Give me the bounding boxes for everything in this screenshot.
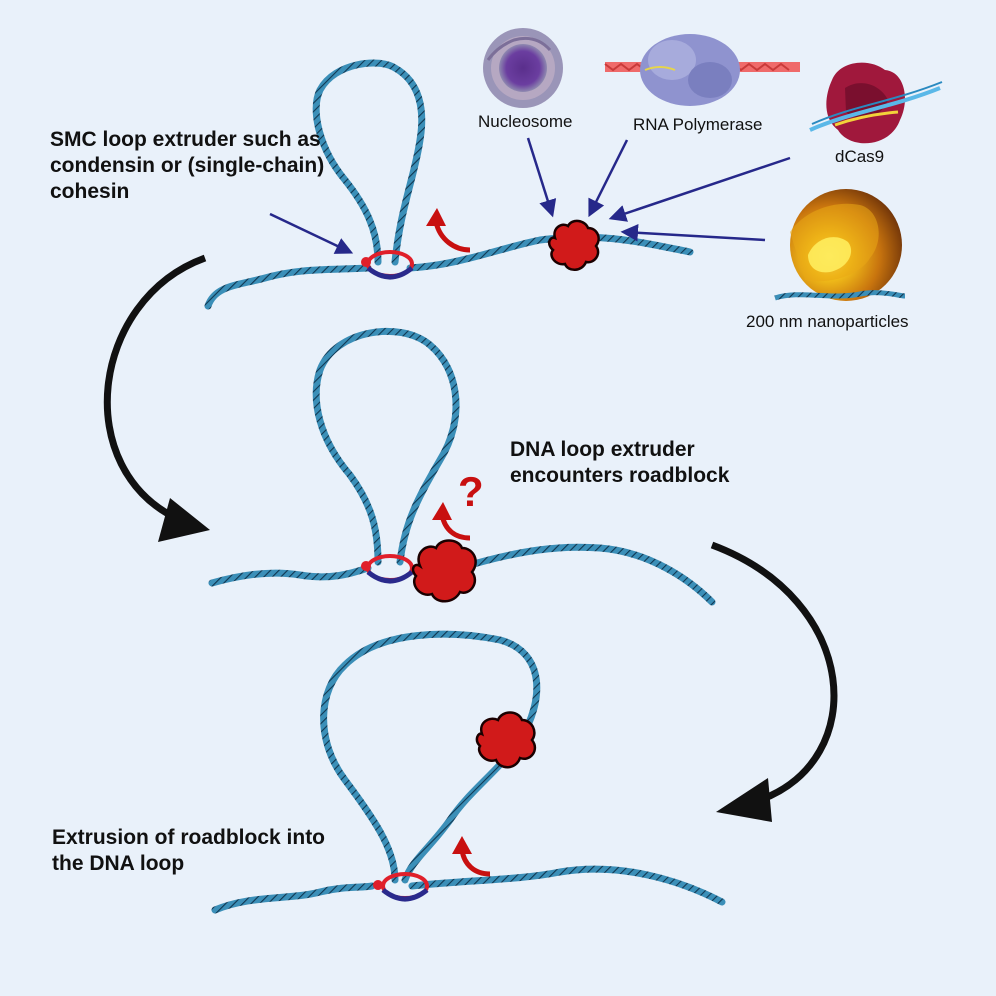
extrusion-arrowhead bbox=[452, 836, 472, 854]
roadblock-icon bbox=[547, 219, 600, 271]
nucleosome-icon bbox=[483, 28, 563, 108]
smc-ring-icon bbox=[373, 872, 429, 902]
label-smc-loop-extruder: SMC loop extruder such as condensin or (… bbox=[50, 128, 325, 203]
dna-loop bbox=[320, 630, 541, 884]
label-dcas9: dCas9 bbox=[835, 147, 885, 166]
stalled-arrowhead bbox=[432, 502, 452, 520]
label-nucleosome: Nucleosome bbox=[478, 112, 573, 131]
dna-strand-left bbox=[208, 564, 372, 587]
panel-2-dna bbox=[208, 327, 716, 606]
dna-loop bbox=[312, 59, 426, 266]
dna-strand-left bbox=[211, 882, 376, 914]
flow-arrow-2 bbox=[710, 541, 838, 804]
label-extrusion-into-loop: Extrusion of roadblock into the DNA loop bbox=[52, 826, 326, 875]
panel-3-dna bbox=[211, 630, 726, 914]
label-encounters-roadblock: DNA loop extruder encounters roadblock bbox=[510, 438, 730, 487]
rna-polymerase-icon bbox=[604, 34, 800, 106]
flow-arrow-1 bbox=[103, 254, 207, 524]
nanoparticle-icon bbox=[774, 189, 906, 301]
extrusion-arrowhead bbox=[426, 208, 446, 226]
dna-strand-right bbox=[456, 543, 716, 606]
dna-strand-right bbox=[408, 865, 726, 906]
flow-arrowhead-2 bbox=[716, 778, 772, 822]
pointer-arrow-nucleosome bbox=[526, 137, 557, 218]
roadblock-icon bbox=[411, 539, 477, 603]
dna-strand-left bbox=[204, 264, 372, 310]
smc-ring-icon bbox=[361, 250, 414, 280]
panel-1-dna bbox=[204, 59, 694, 310]
pointer-arrow-smc bbox=[269, 212, 354, 254]
label-rna-polymerase: RNA Polymerase bbox=[633, 115, 763, 134]
extrusion-direction-arrow bbox=[433, 221, 471, 253]
dna-loop bbox=[312, 327, 460, 566]
pointer-arrow-dcas9 bbox=[608, 156, 791, 222]
dna-strand-right bbox=[406, 233, 694, 272]
smc-ring-icon bbox=[361, 554, 414, 584]
flow-arrowhead-1 bbox=[158, 498, 210, 542]
pointer-arrow-nanoparticle bbox=[620, 224, 766, 242]
label-nanoparticles: 200 nm nanoparticles bbox=[746, 312, 909, 331]
question-mark: ? bbox=[458, 468, 484, 515]
dcas9-icon bbox=[809, 62, 943, 144]
roadblock-icon bbox=[475, 711, 537, 769]
pointer-arrow-rnap bbox=[588, 139, 629, 218]
